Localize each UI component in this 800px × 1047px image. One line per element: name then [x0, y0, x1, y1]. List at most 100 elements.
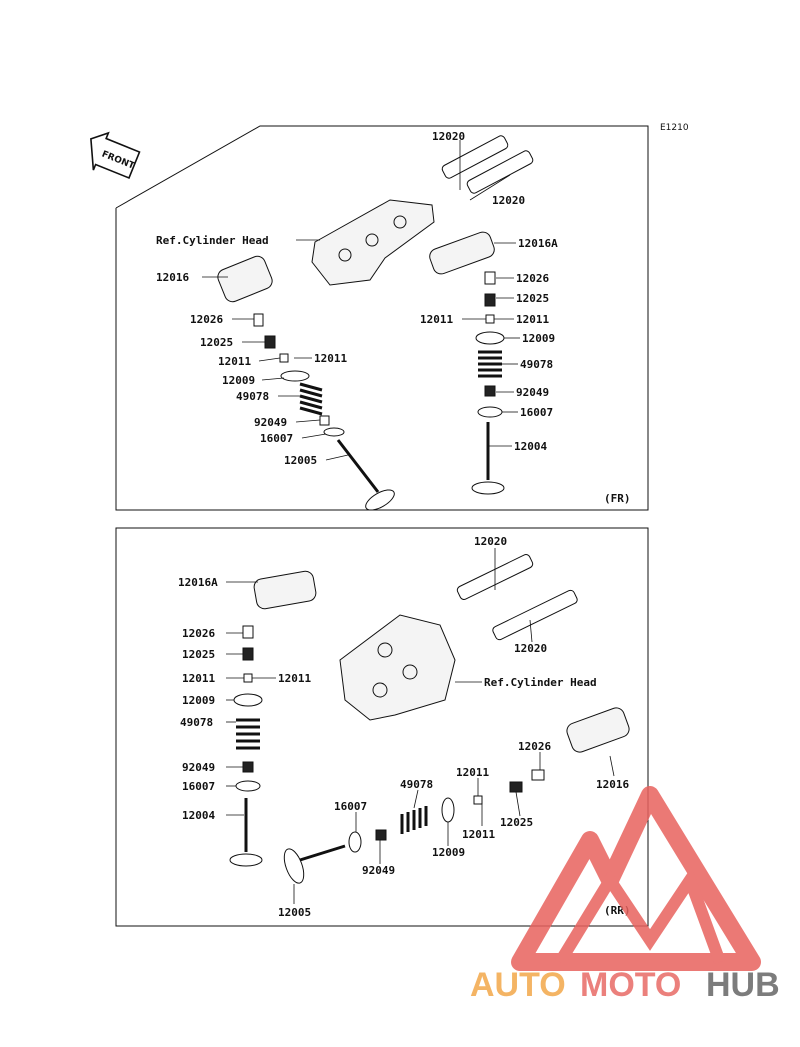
rr-cylinder-head-icon: [339, 614, 456, 721]
fr-label: 12005: [284, 454, 317, 467]
fr-camshaft-icon: [441, 135, 534, 194]
fr-adjuster-icon: [253, 313, 264, 327]
fr-tag: (FR): [604, 492, 631, 505]
rr-label: 12009: [432, 846, 465, 859]
fr-label: 92049: [516, 386, 549, 399]
rr-label: 92049: [362, 864, 395, 877]
fr-label: 12026: [190, 313, 223, 326]
rr-rocker-arm-icon: [566, 707, 630, 753]
fr-nut-icon-2: [484, 293, 496, 307]
fr-spring-icon: [299, 382, 323, 416]
rr-label: 16007: [182, 780, 215, 793]
rr-label: 12011: [456, 766, 489, 779]
rr-label: 12011: [278, 672, 311, 685]
rr-label: 16007: [334, 800, 367, 813]
fr-label: 12025: [516, 292, 549, 305]
fr-keeper-icon-2: [485, 314, 495, 324]
logo-text-moto: MOTO: [580, 966, 681, 1004]
rr-label: Ref.Cylinder Head: [484, 676, 597, 689]
fr-label: 12011: [516, 313, 549, 326]
fr-label: 12025: [200, 336, 233, 349]
rr-label: 12025: [182, 648, 215, 661]
rr-seal-icon: [242, 761, 254, 773]
rr-spring-icon-2: [400, 806, 428, 834]
rr-label: 12026: [518, 740, 551, 753]
fr-seal-icon-2: [484, 385, 496, 397]
automotohub-logo: AUTO MOTO HUB: [470, 786, 780, 1004]
fr-seat-icon-2: [477, 406, 503, 418]
diagram-code: E1210: [660, 123, 689, 133]
fr-label: 49078: [236, 390, 269, 403]
rr-keeper-icon: [243, 673, 253, 683]
fr-label: 12020: [432, 130, 465, 143]
rr-label: 12011: [462, 828, 495, 841]
rr-adjuster-icon: [242, 625, 254, 639]
rr-panel: 12020 12020 12016A 12026 12025 12011 120…: [115, 527, 649, 927]
fr-retainer-icon: [280, 370, 310, 382]
fr-label: 12004: [514, 440, 547, 453]
fr-panel: 12020 12020 Ref.Cylinder Head 12016 1201…: [115, 125, 649, 511]
rr-seat-icon: [235, 780, 261, 792]
fr-left-valve-stack: [253, 313, 395, 511]
rr-label: 12020: [514, 642, 547, 655]
rr-label: 12004: [182, 809, 215, 822]
fr-label: Ref.Cylinder Head: [156, 234, 269, 247]
logo-text-hub: HUB: [706, 966, 780, 1004]
fr-label: 16007: [520, 406, 553, 419]
rr-label: 49078: [400, 778, 433, 791]
rr-label: 12009: [182, 694, 215, 707]
rr-valve-icon-2: [283, 844, 346, 884]
rr-label: 92049: [182, 761, 215, 774]
fr-label: 12016A: [518, 237, 558, 250]
fr-seat-icon: [323, 427, 345, 437]
front-arrow-icon: FRONT: [90, 131, 141, 180]
fr-valve-icon-2: [471, 422, 505, 495]
fr-label: 12026: [516, 272, 549, 285]
rr-label: 12011: [182, 672, 215, 685]
fr-rocker-arm-a-icon: [429, 231, 495, 275]
rr-retainer-icon-2: [441, 797, 455, 823]
fr-label: 12009: [222, 374, 255, 387]
rr-label: 12026: [182, 627, 215, 640]
rr-label: 12020: [474, 535, 507, 548]
rr-label: 12016A: [178, 576, 218, 589]
rr-keeper-icon-2: [473, 795, 483, 805]
fr-nut-icon: [264, 335, 276, 349]
fr-label: 16007: [260, 432, 293, 445]
fr-label: 49078: [520, 358, 553, 371]
rr-camshaft-icon: [456, 554, 578, 641]
fr-label: 92049: [254, 416, 287, 429]
rr-label: 12025: [500, 816, 533, 829]
fr-rocker-arm-icon: [217, 255, 273, 303]
rr-rocker-arm-a-icon: [253, 570, 317, 610]
rr-seal-icon-2: [375, 829, 387, 841]
fr-retainer-icon-2: [475, 331, 505, 345]
logo-text-auto: AUTO: [470, 966, 566, 1004]
fr-label: 12011: [420, 313, 453, 326]
rr-nut-icon-2: [509, 781, 523, 793]
rr-retainer-icon: [233, 693, 263, 707]
rr-nut-icon: [242, 647, 254, 661]
fr-cylinder-head-icon: [311, 199, 435, 286]
fr-adjuster-icon-2: [484, 271, 496, 285]
fr-label: 12011: [314, 352, 347, 365]
fr-label: 12009: [522, 332, 555, 345]
rr-seat-icon-2: [348, 831, 362, 853]
fr-valve-icon: [336, 439, 395, 511]
rr-label: 49078: [180, 716, 213, 729]
rr-label: 12005: [278, 906, 311, 919]
rr-label: 12016: [596, 778, 629, 791]
fr-leader-lines: [202, 140, 520, 461]
rr-adjuster-icon-2: [531, 769, 545, 781]
fr-spring-icon-2: [478, 350, 502, 378]
fr-label: 12011: [218, 355, 251, 368]
rr-valve-icon: [229, 798, 263, 867]
rr-leader-lines: [226, 548, 615, 904]
fr-label: 12016: [156, 271, 189, 284]
rr-horizontal-valve-stack: [283, 769, 545, 884]
fr-right-valve-stack: [471, 271, 505, 495]
fr-keeper-icon: [279, 353, 289, 363]
fr-label: 12020: [492, 194, 525, 207]
